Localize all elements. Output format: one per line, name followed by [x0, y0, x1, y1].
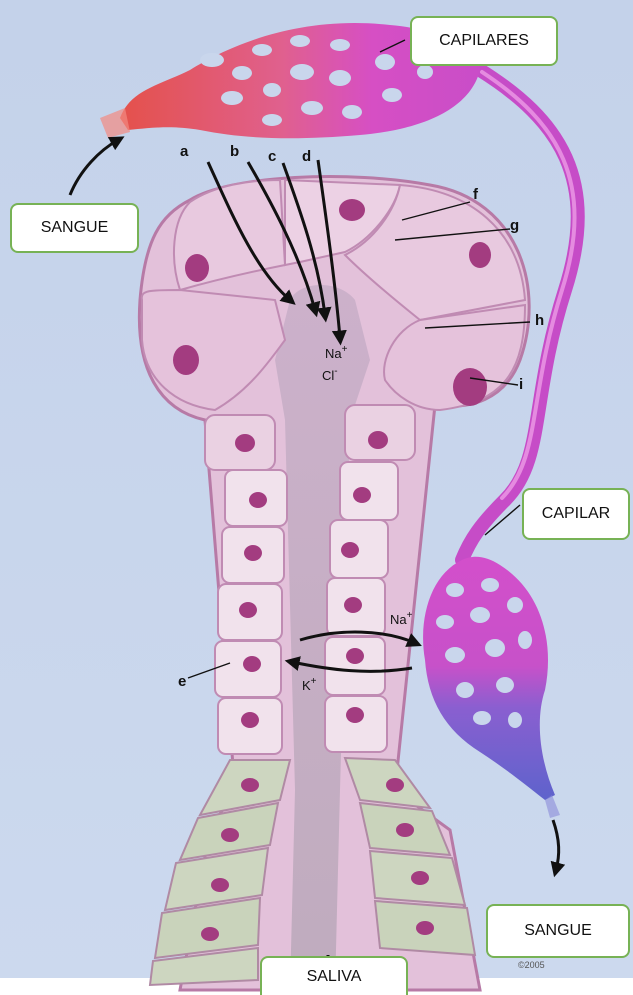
label-i: i — [519, 376, 523, 393]
label-g: g — [510, 217, 519, 234]
copyright-text: ©2005 — [518, 960, 545, 970]
callout-sangue-bottom: SANGUE — [486, 904, 630, 958]
label-e: e — [178, 673, 186, 690]
label-d: d — [302, 148, 311, 165]
callout-saliva: SALIVA — [260, 956, 408, 995]
callout-capilares: CAPILARES — [410, 16, 558, 66]
callout-sangue-top: SANGUE — [10, 203, 139, 253]
label-a: a — [180, 143, 189, 160]
callout-sangue-top-label: SANGUE — [41, 219, 109, 237]
callout-capilar: CAPILAR — [522, 488, 630, 540]
label-h: h — [535, 312, 544, 329]
callout-saliva-label: SALIVA — [307, 968, 362, 986]
label-b: b — [230, 143, 239, 160]
callout-capilar-label: CAPILAR — [542, 505, 610, 523]
callout-capilares-label: CAPILARES — [439, 32, 529, 50]
label-c: c — [268, 148, 276, 165]
callout-sangue-bottom-label: SANGUE — [524, 922, 592, 940]
